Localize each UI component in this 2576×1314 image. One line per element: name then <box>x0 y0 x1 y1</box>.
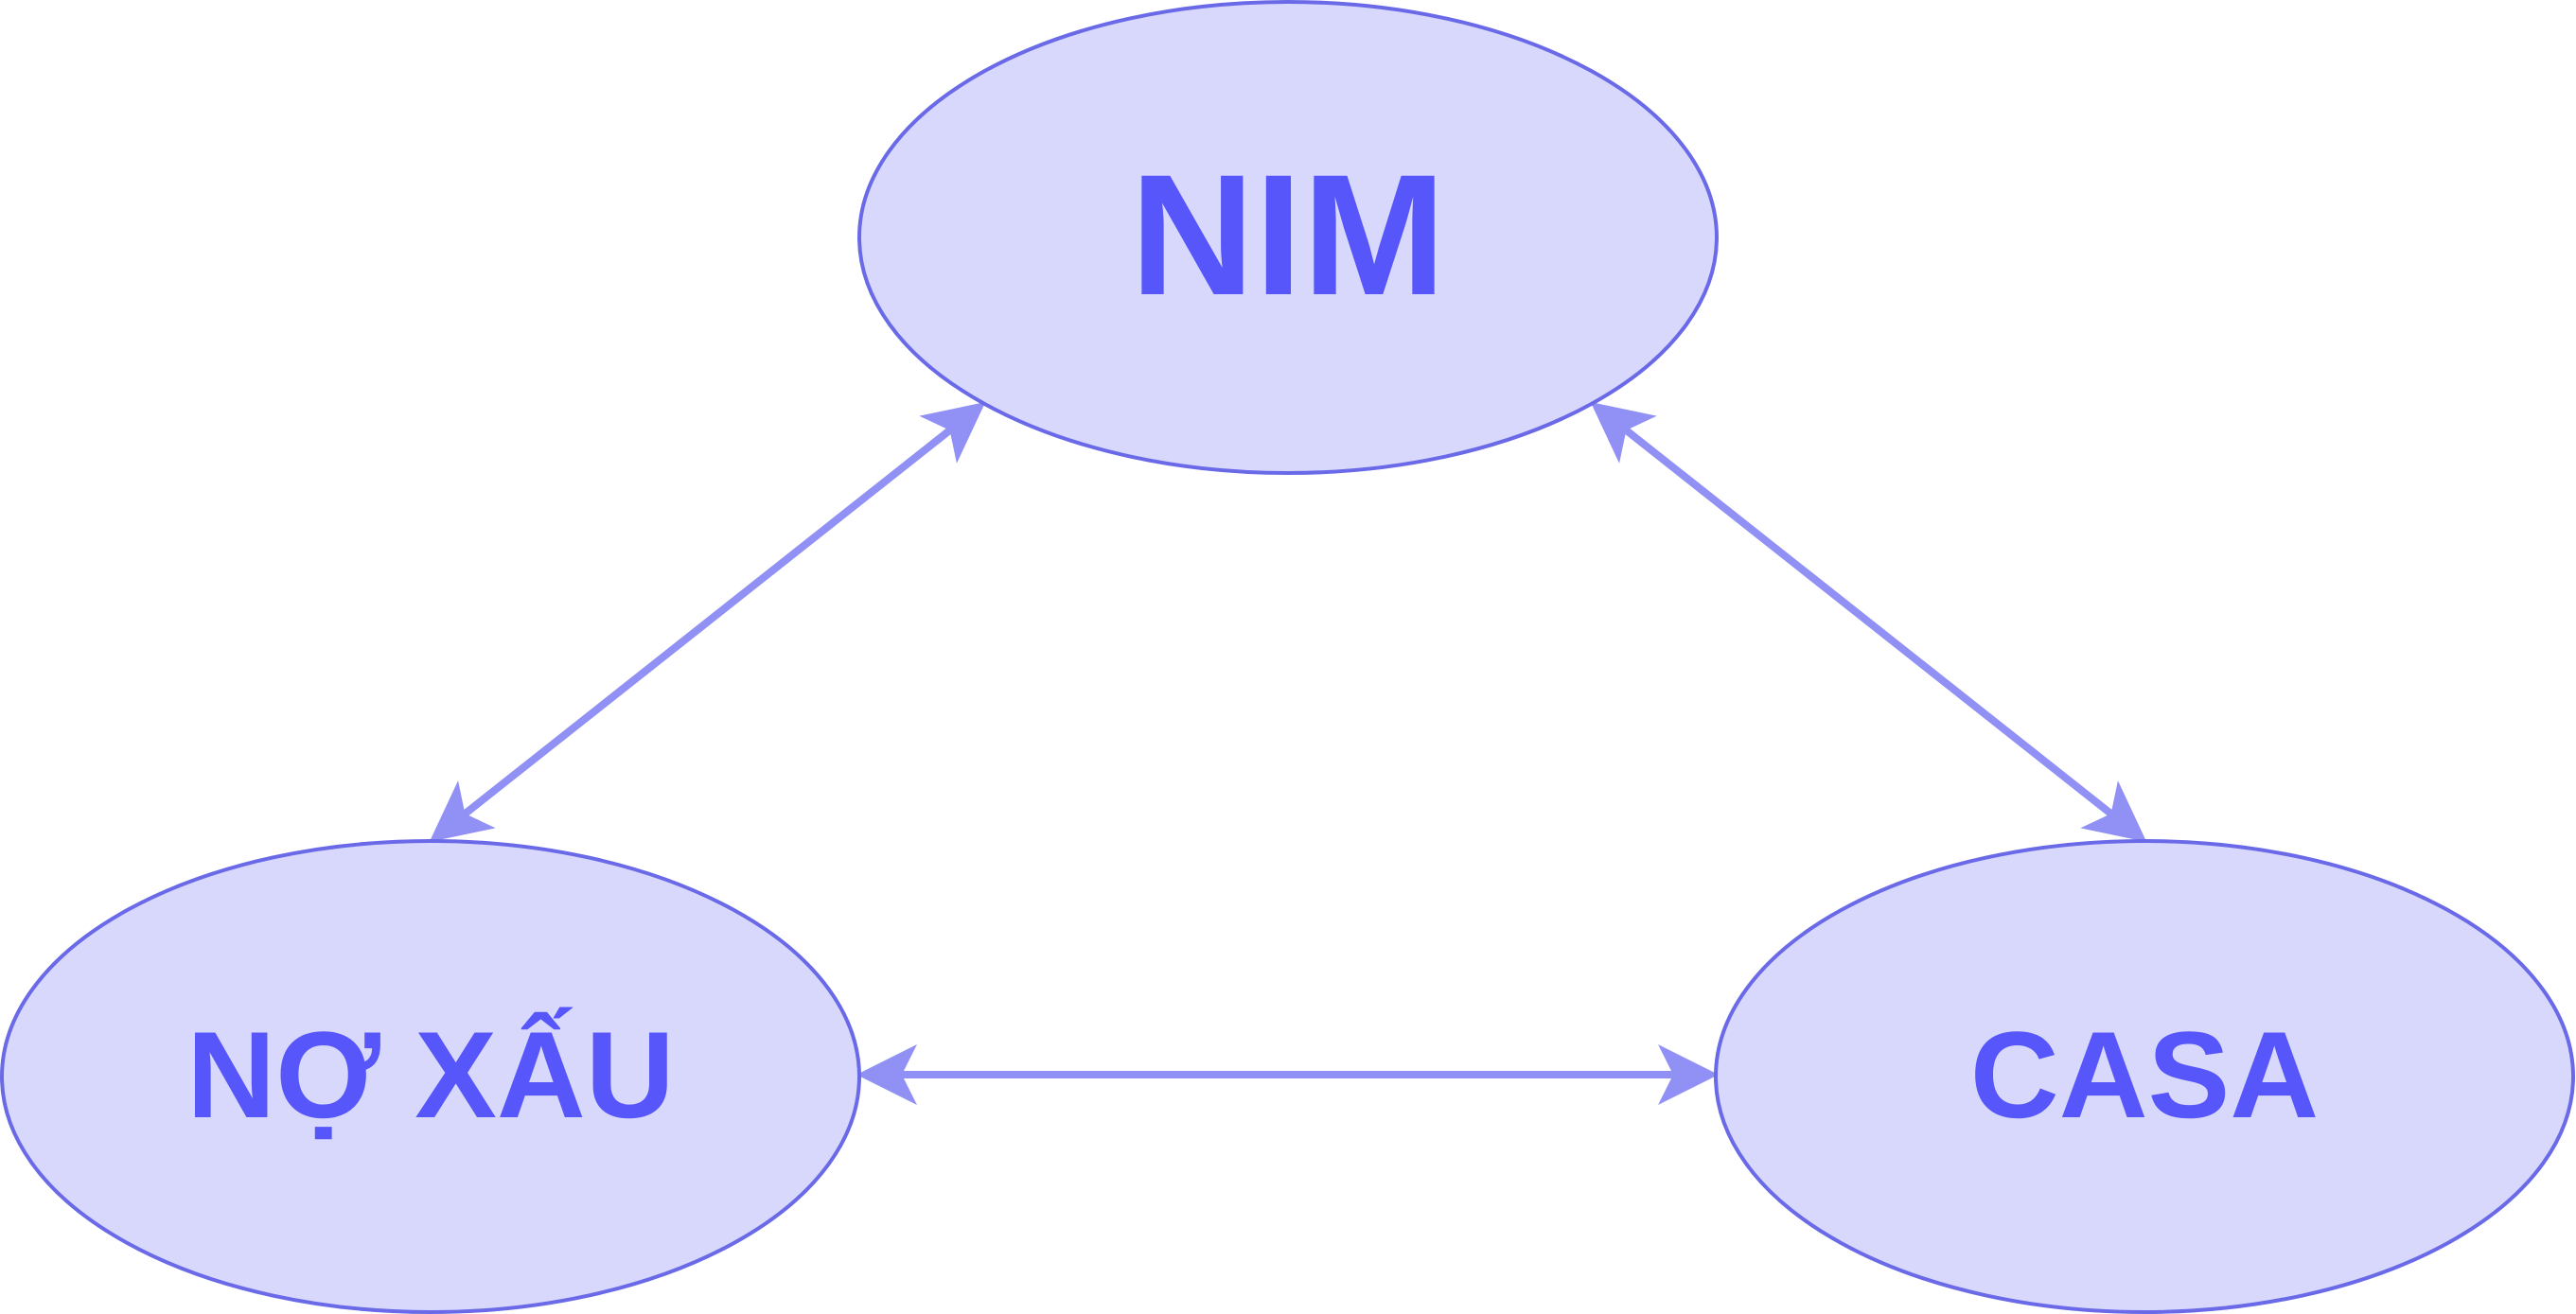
node-nim: NIM <box>857 0 1719 475</box>
node-nim-shape <box>857 0 1719 475</box>
node-no-xau-shape <box>0 839 861 1314</box>
node-no-xau: NỢ XẤU <box>0 839 861 1314</box>
node-casa-label: CASA <box>1970 1006 2319 1144</box>
node-no-xau-label: NỢ XẤU <box>186 1006 674 1144</box>
node-nim-label: NIM <box>1130 138 1446 331</box>
edge-nim-casa <box>1590 402 2147 842</box>
edges <box>429 402 2147 1105</box>
edge-nim-no-xau <box>429 402 986 842</box>
node-casa-shape <box>1714 839 2575 1314</box>
node-casa: CASA <box>1714 839 2575 1314</box>
